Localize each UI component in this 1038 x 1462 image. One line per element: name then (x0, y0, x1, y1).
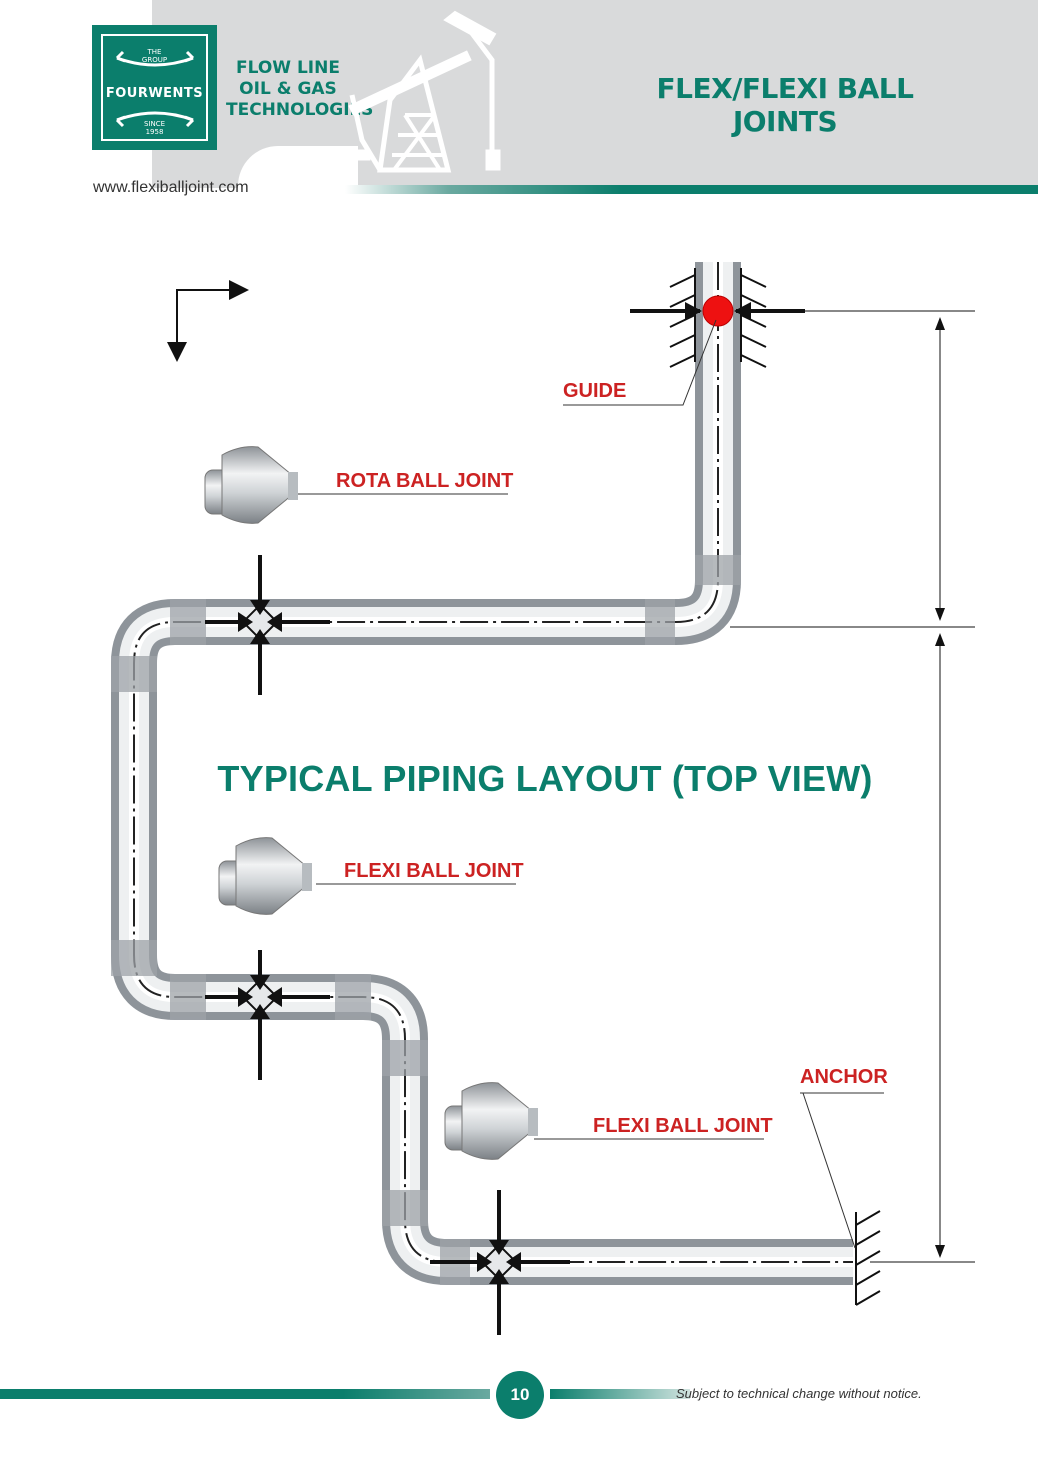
flexi-ball-joint-on-pipe-2 (477, 1190, 521, 1335)
flexi-ball-joint-on-pipe-1 (238, 950, 282, 1080)
logo-arrows-icon (115, 50, 195, 128)
flexi-ball-joint-icon-2 (444, 1082, 538, 1160)
axis-arrows-icon (167, 280, 249, 362)
rota-ball-joint-label: ROTA BALL JOINT (336, 470, 514, 492)
website-url: www.flexiballjoint.com (93, 179, 249, 196)
rota-ball-joint-on-pipe (238, 555, 282, 695)
company-name: FLOW LINE OIL & GAS TECHNOLOGIES (226, 58, 374, 120)
flexi-ball-joint-label-2: FLEXI BALL JOINT (593, 1115, 773, 1137)
flexi-ball-joint-icon-1 (218, 837, 312, 915)
page-title: FLEX/FLEXI BALL JOINTS (656, 72, 914, 138)
footer-bar-left (0, 1389, 490, 1399)
rota-ball-joint-icon (204, 446, 298, 524)
guide-point-icon (702, 295, 734, 327)
page-number: 10 (496, 1371, 544, 1419)
anchor-support (855, 1210, 881, 1306)
footer-bar-right (550, 1389, 690, 1399)
diagram-title: TYPICAL PIPING LAYOUT (TOP VIEW) (217, 758, 873, 799)
company-logo: THE GROUP FOURWENTS SINCE 1958 (92, 25, 217, 150)
guide-label: GUIDE (563, 380, 627, 402)
footer-disclaimer: Subject to technical change without noti… (676, 1386, 922, 1401)
header-accent-bar (345, 185, 1038, 194)
logo-name: FOURWENTS (105, 86, 204, 101)
anchor-label: ANCHOR (800, 1066, 888, 1088)
logo-the-group: THE GROUP (141, 48, 168, 64)
pump-jack-icon (339, 10, 501, 173)
logo-since: SINCE 1958 (143, 120, 166, 136)
flexi-ball-joint-label-1: FLEXI BALL JOINT (344, 860, 524, 882)
logo-frame: THE GROUP FOURWENTS SINCE 1958 (101, 34, 208, 141)
header-curve (238, 146, 358, 206)
